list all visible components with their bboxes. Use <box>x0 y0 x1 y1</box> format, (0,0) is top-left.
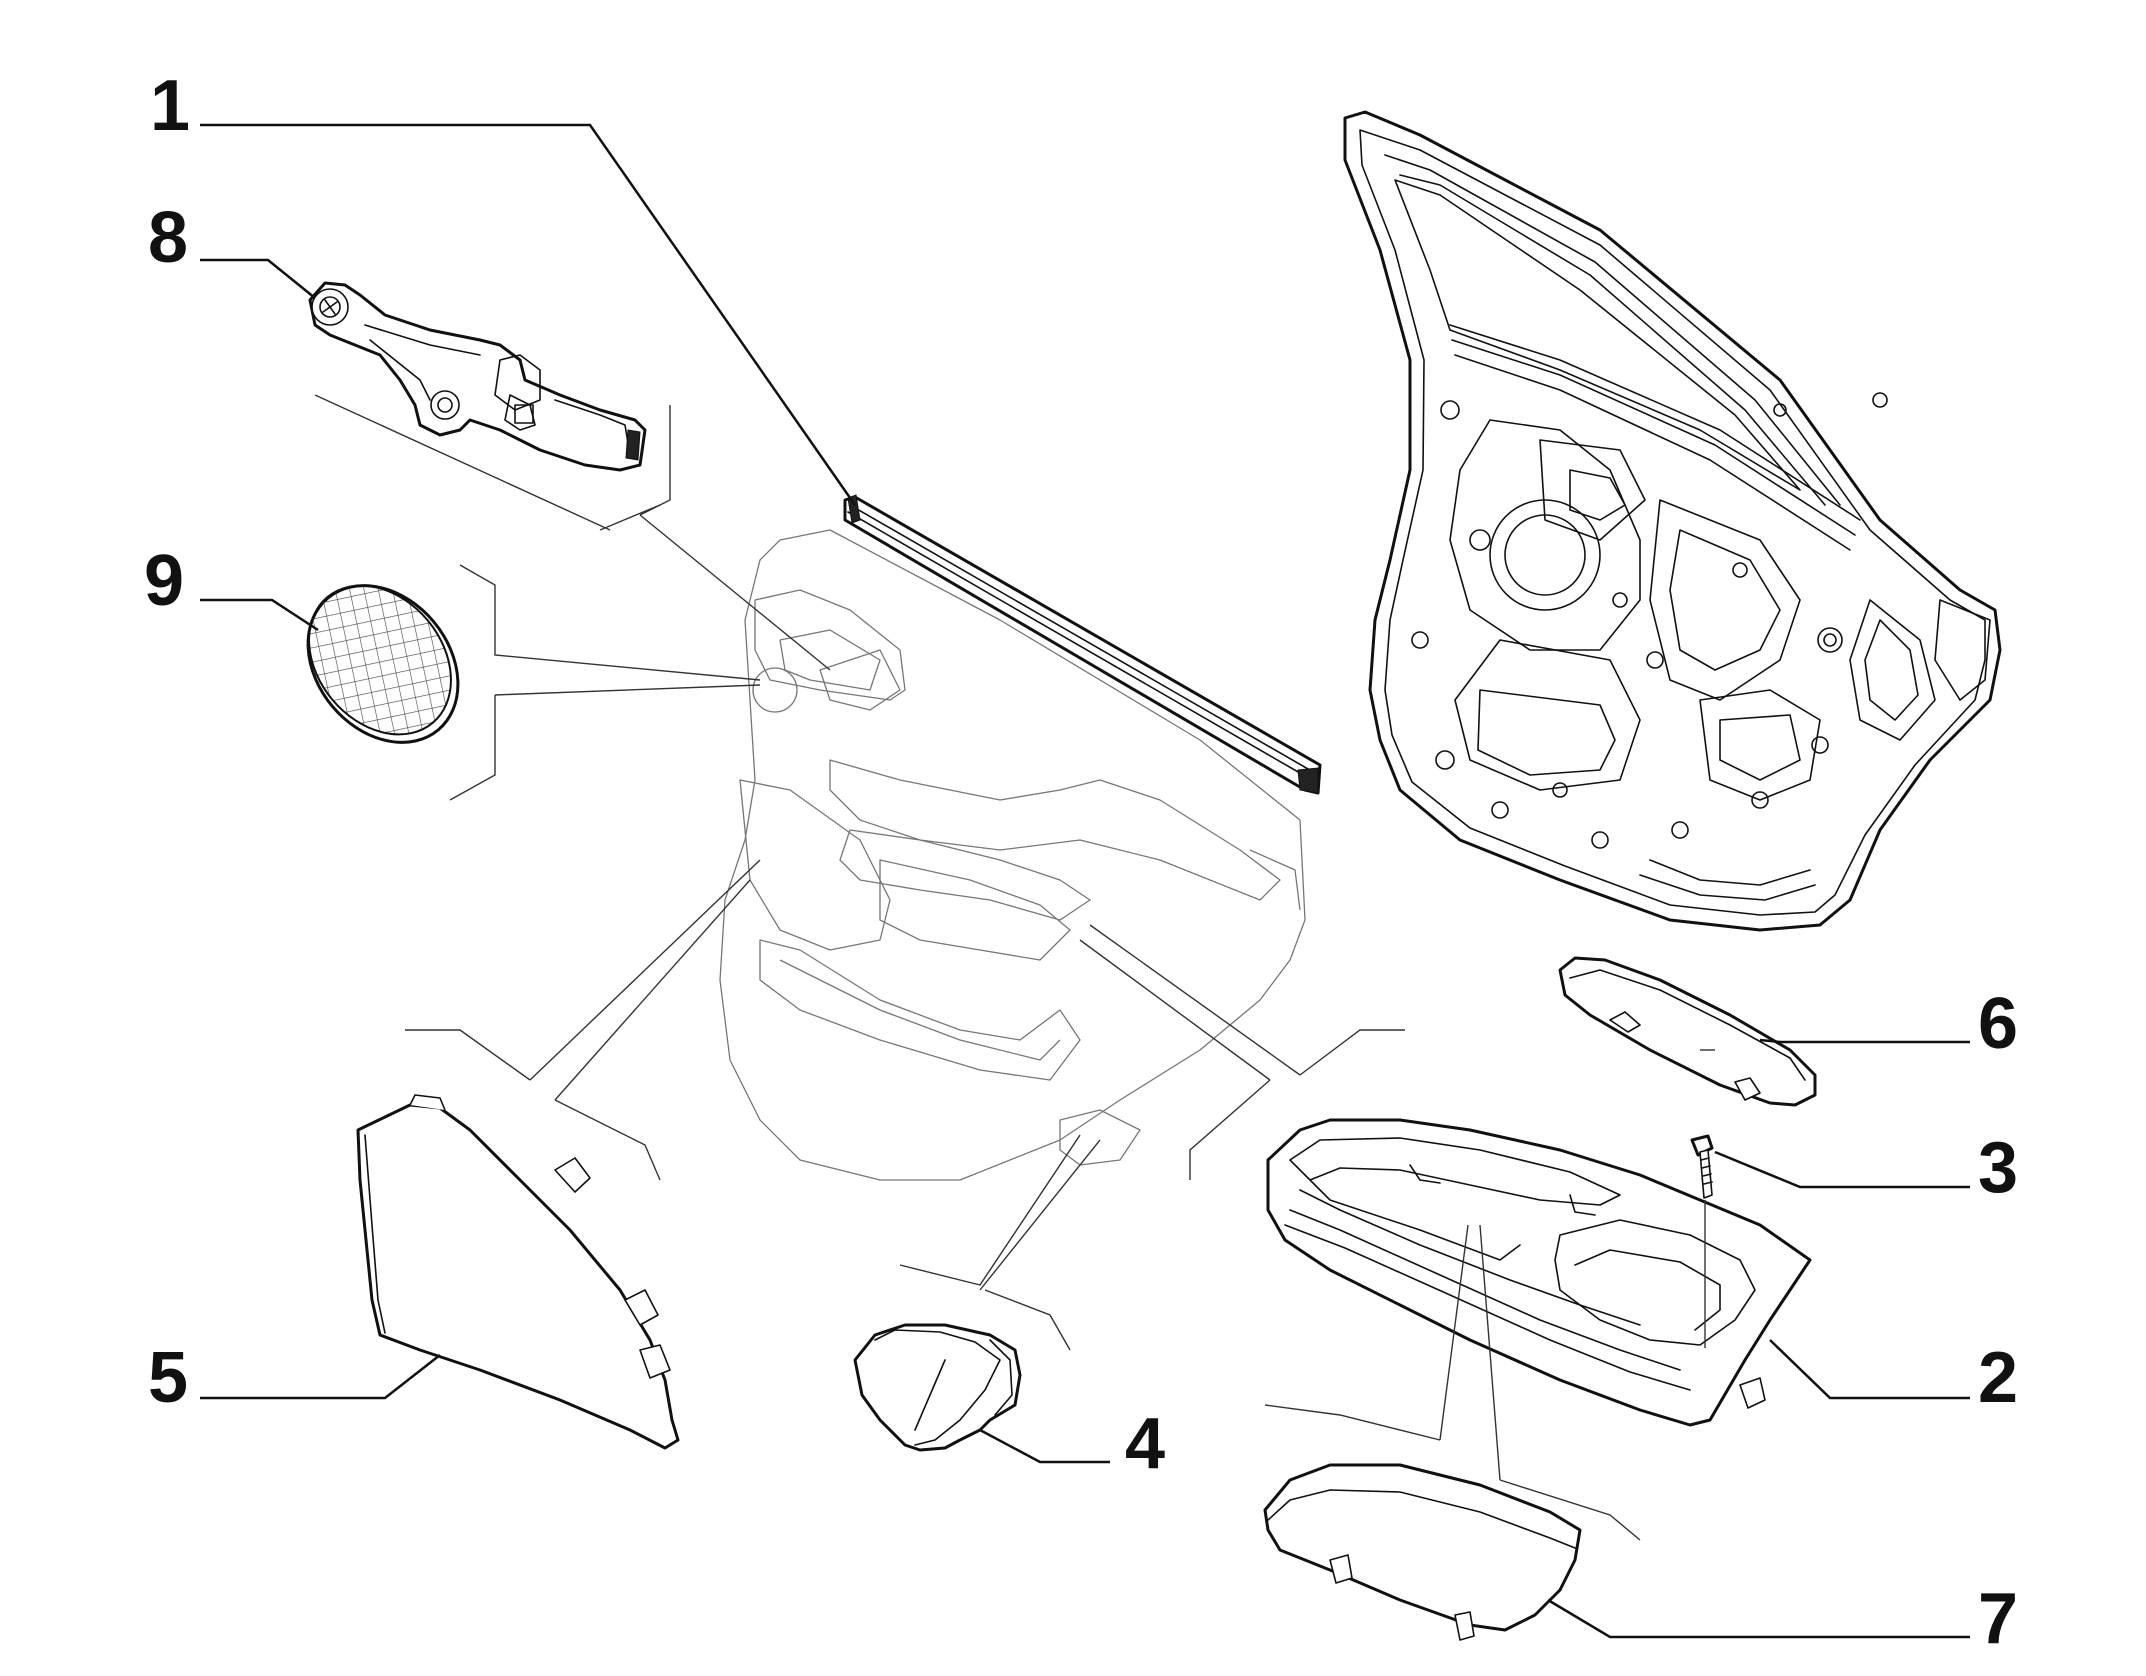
callout-3: 3 <box>1978 1128 2018 1208</box>
explode-guide-lines <box>314 394 1715 1541</box>
callout-8: 8 <box>148 198 188 278</box>
part-2-armrest-tray <box>1266 1118 1812 1427</box>
part-5-pocket-cover <box>356 1094 680 1450</box>
part-4-knob-cover <box>853 1323 1022 1452</box>
part-6-handle-insert <box>1558 956 1817 1107</box>
callout-9: 9 <box>144 541 184 621</box>
callout-7: 7 <box>1978 1579 2018 1659</box>
part-8-handle-bracket <box>308 281 647 472</box>
door-trim-panel-ghost <box>719 529 1306 1181</box>
callout-numbers: 1 8 9 5 4 2 3 6 7 <box>144 66 2018 1659</box>
part-1-weatherstrip <box>843 494 1322 795</box>
callout-5: 5 <box>148 1338 188 1418</box>
part-7-pocket-lid <box>1263 1463 1582 1641</box>
callout-4: 4 <box>1125 1404 1165 1484</box>
door-shell <box>1343 110 2002 932</box>
part-3-screw <box>1690 1134 1714 1199</box>
part-9-speaker-grille <box>306 584 460 744</box>
callout-2: 2 <box>1978 1338 2018 1418</box>
callout-1: 1 <box>150 66 190 146</box>
leader-lines <box>200 123 1970 1639</box>
callout-6: 6 <box>1978 984 2018 1064</box>
